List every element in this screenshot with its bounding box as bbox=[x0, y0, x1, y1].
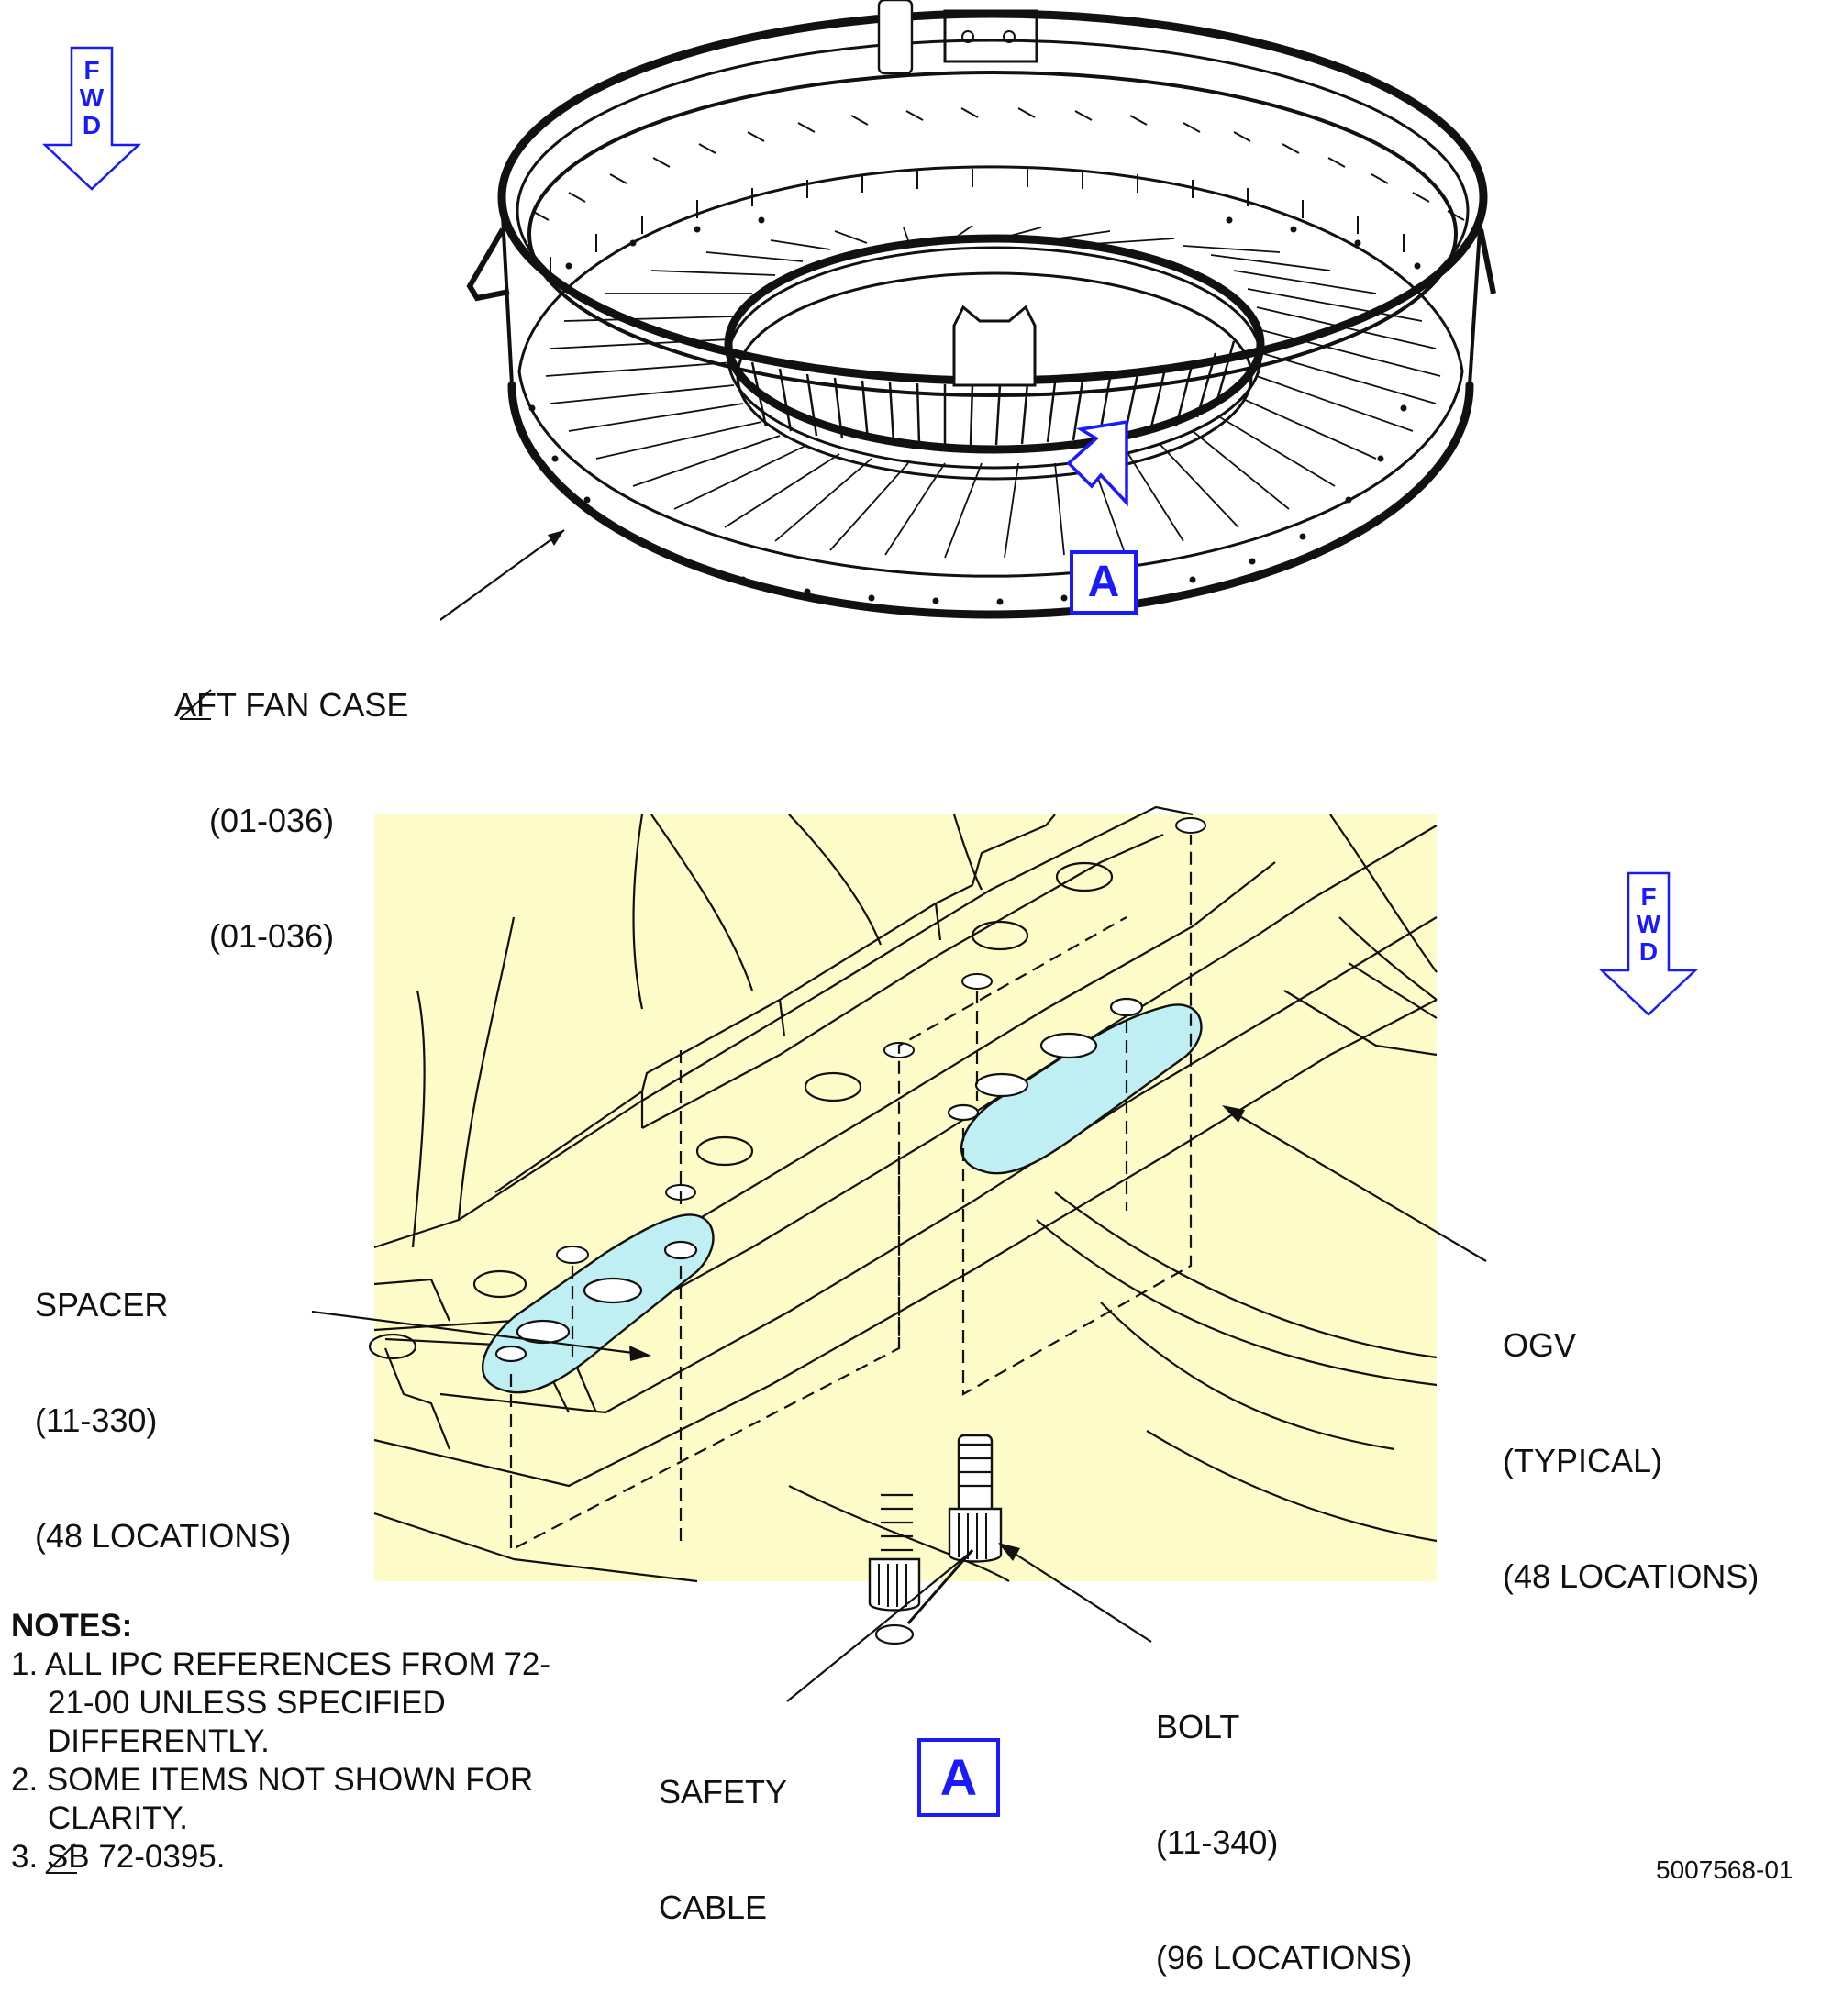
fwd-letter-d-right: D bbox=[1638, 937, 1659, 966]
aft-fan-case-ref-2: (01-036) bbox=[209, 917, 335, 955]
fwd-letter-d: D bbox=[82, 111, 102, 139]
bolt-qty: (96 LOCATIONS) bbox=[1156, 1939, 1413, 1977]
note-3: 3. SB 72-0395. bbox=[11, 1839, 226, 1875]
aft-fan-case-drawing bbox=[440, 9, 1496, 622]
aft-fan-case-label: AFT FAN CASE (01-036) (01-036) bbox=[174, 609, 408, 994]
fwd-letter-f-right: F bbox=[1640, 882, 1657, 911]
fwd-letter-w: W bbox=[79, 83, 105, 112]
notes-block: NOTES: 1. ALL IPC REFERENCES FROM 72-21-… bbox=[11, 1607, 561, 1877]
aft-fan-case-name: AFT FAN CASE bbox=[174, 686, 409, 724]
ogv-qty: (48 LOCATIONS) bbox=[1503, 1557, 1760, 1595]
fwd-letter-w-right: W bbox=[1636, 910, 1661, 938]
bolt-name: BOLT bbox=[1156, 1708, 1240, 1745]
spacer-label: SPACER (11-330) (48 LOCATIONS) bbox=[35, 1209, 291, 1594]
spacer-ref: (11-330) bbox=[35, 1401, 158, 1439]
view-a-label-top: A bbox=[1070, 550, 1138, 615]
bolt-ref: (11-340) bbox=[1156, 1823, 1279, 1861]
fwd-letter-f: F bbox=[83, 56, 100, 84]
aft-fan-case-ref: (01-036) bbox=[209, 802, 335, 839]
revision-flag-icon-note bbox=[45, 1843, 77, 1874]
view-a-label-bottom: A bbox=[917, 1738, 1000, 1817]
spacer-name: SPACER bbox=[35, 1286, 169, 1324]
ogv-type: (TYPICAL) bbox=[1503, 1442, 1663, 1479]
figure-number: 5007568-01 bbox=[1656, 1855, 1793, 1884]
ogv-name: OGV bbox=[1503, 1326, 1577, 1364]
fwd-label-right: F W D bbox=[1630, 883, 1667, 966]
revision-flag-icon-aft bbox=[179, 689, 212, 720]
note-2: 2. SOME ITEMS NOT SHOWN FOR CLARITY. bbox=[11, 1762, 534, 1836]
safety-cable-line1: SAFETY bbox=[659, 1773, 788, 1811]
bolt-label: BOLT (11-340) (96 LOCATIONS) bbox=[1156, 1631, 1412, 2016]
detail-a-drawing bbox=[311, 0, 1487, 1702]
fwd-arrow-icon-top bbox=[41, 46, 142, 191]
ogv-label: OGV (TYPICAL) (48 LOCATIONS) bbox=[1503, 1249, 1759, 1634]
safety-cable-label: SAFETY CABLE bbox=[659, 1696, 787, 1966]
note-1: 1. ALL IPC REFERENCES FROM 72-21-00 UNLE… bbox=[11, 1646, 551, 1759]
safety-cable-line2: CABLE bbox=[659, 1889, 768, 1926]
fwd-label-top: F W D bbox=[73, 57, 110, 139]
fwd-arrow-icon-right bbox=[1598, 871, 1699, 1016]
aft-fan-case-ref-sb: (01-036) bbox=[174, 917, 408, 956]
spacer-qty: (48 LOCATIONS) bbox=[35, 1517, 292, 1555]
notes-title: NOTES: bbox=[11, 1608, 133, 1644]
